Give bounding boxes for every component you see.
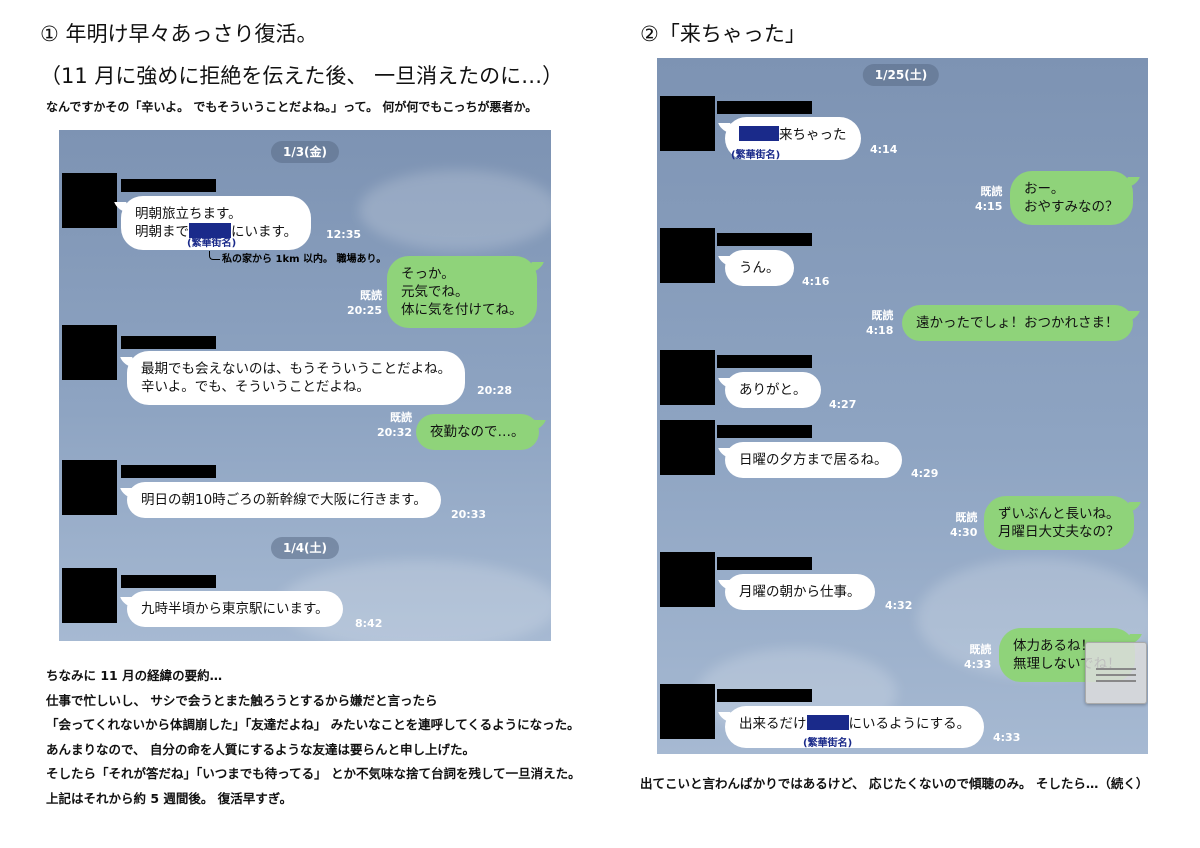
message-bubble: 九時半頃から東京駅にいます。 — [127, 591, 343, 627]
avatar — [62, 325, 117, 380]
message-bubble-outgoing: おー。 おやすみなの？ — [1010, 171, 1133, 225]
redaction — [189, 223, 231, 238]
sender-name-redacted — [121, 179, 216, 192]
message-bubble-outgoing: 夜勤なので…。 — [416, 414, 539, 450]
message-bubble-outgoing: ずいぶんと長いね。 月曜日大丈夫なの？ — [984, 496, 1134, 550]
avatar — [660, 350, 715, 405]
annotation: 私の家から 1km 以内。 職場あり。 — [209, 250, 386, 265]
message-bubble: ありがと。 — [725, 372, 821, 408]
sender-name-redacted — [121, 575, 216, 588]
read-receipt: 既読 4:30 — [950, 511, 978, 539]
date-separator: 1/4(土) — [270, 537, 340, 559]
message-time: 20:28 — [477, 384, 513, 397]
read-receipt: 既読 4:33 — [964, 643, 992, 671]
read-receipt: 既読 20:32 — [377, 411, 413, 439]
sender-name-redacted — [717, 557, 812, 570]
read-receipt: 既読 4:15 — [975, 185, 1003, 213]
message-time: 4:33 — [993, 731, 1021, 744]
avatar — [660, 552, 715, 607]
read-receipt: 既読 4:18 — [866, 309, 894, 337]
avatar — [62, 568, 117, 623]
avatar — [62, 173, 117, 228]
chat-screenshot-1: 1/3(金) 明朝旅立ちます。 明朝までにいます。 (繁華街名) 12:35 私… — [59, 130, 551, 641]
avatar — [660, 684, 715, 739]
section-1-title-note: （11 月に強めに拒絶を伝えた後、 一旦消えたのに…） — [40, 64, 564, 88]
section-1-subtitle: なんですかその「辛いよ。 でもそういうことだよね。」って。 何が何でもこっちが悪… — [46, 100, 538, 114]
avatar — [660, 420, 715, 475]
place-label: (繁華街名) — [731, 150, 781, 161]
section-2-footer: 出てこいと言わんばかりではあるけど、 応じたくないので傾聴のみ。 そしたら…（続… — [640, 776, 1149, 791]
summary-notes: ちなみに 11 月の経緯の要約… 仕事で忙しいし、 サシで会うとまた触ろうとする… — [46, 668, 581, 806]
place-label: (繁華街名) — [187, 238, 237, 249]
message-bubble: うん。 — [725, 250, 794, 286]
annotation-arrow-icon — [209, 251, 220, 260]
message-time: 4:14 — [870, 143, 898, 156]
sender-name-redacted — [717, 101, 812, 114]
message-bubble: 来ちゃった — [725, 117, 861, 160]
message-bubble-outgoing: 遠かったでしょ！おつかれさま！ — [902, 305, 1133, 341]
date-separator: 1/3(金) — [270, 141, 340, 163]
message-time: 20:33 — [451, 508, 487, 521]
scroll-handle[interactable] — [1085, 642, 1147, 704]
sender-name-redacted — [121, 465, 216, 478]
sender-name-redacted — [717, 233, 812, 246]
sender-name-redacted — [717, 355, 812, 368]
message-bubble: 出来るだけにいるようにする。 — [725, 706, 985, 748]
avatar — [62, 460, 117, 515]
message-bubble: 最期でも会えないのは、もうそういうことだよね。 辛いよ。でも、そういうことだよね… — [127, 351, 466, 405]
message-time: 4:16 — [802, 275, 830, 288]
sender-name-redacted — [121, 336, 216, 349]
message-bubble-outgoing: そっか。 元気でね。 体に気を付けてね。 — [387, 256, 537, 328]
redaction — [806, 715, 849, 730]
read-receipt: 既読 20:25 — [347, 289, 383, 317]
message-bubble: 明朝旅立ちます。 明朝までにいます。 — [121, 196, 312, 250]
avatar — [660, 228, 715, 283]
sender-name-redacted — [717, 689, 812, 702]
message-time: 4:29 — [911, 467, 939, 480]
message-bubble: 日曜の夕方まで居るね。 — [725, 442, 902, 478]
section-2-title: ②「来ちゃった」 — [640, 22, 806, 46]
chat-screenshot-2: 1/25(土) 来ちゃった (繁華街名) 4:14 既読 4:15 おー。 おや… — [657, 58, 1148, 754]
message-bubble: 月曜の朝から仕事。 — [725, 574, 875, 610]
sender-name-redacted — [717, 425, 812, 438]
avatar — [660, 96, 715, 151]
section-1-title: ① 年明け早々あっさり復活。 — [40, 22, 318, 46]
message-time: 4:27 — [829, 398, 857, 411]
message-time: 8:42 — [355, 617, 383, 630]
redaction — [739, 126, 779, 141]
place-label: (繁華街名) — [803, 738, 853, 749]
message-bubble: 明日の朝10時ごろの新幹線で大阪に行きます。 — [127, 482, 441, 518]
date-separator: 1/25(土) — [862, 64, 940, 86]
message-time: 12:35 — [326, 228, 362, 241]
message-time: 4:32 — [885, 599, 913, 612]
